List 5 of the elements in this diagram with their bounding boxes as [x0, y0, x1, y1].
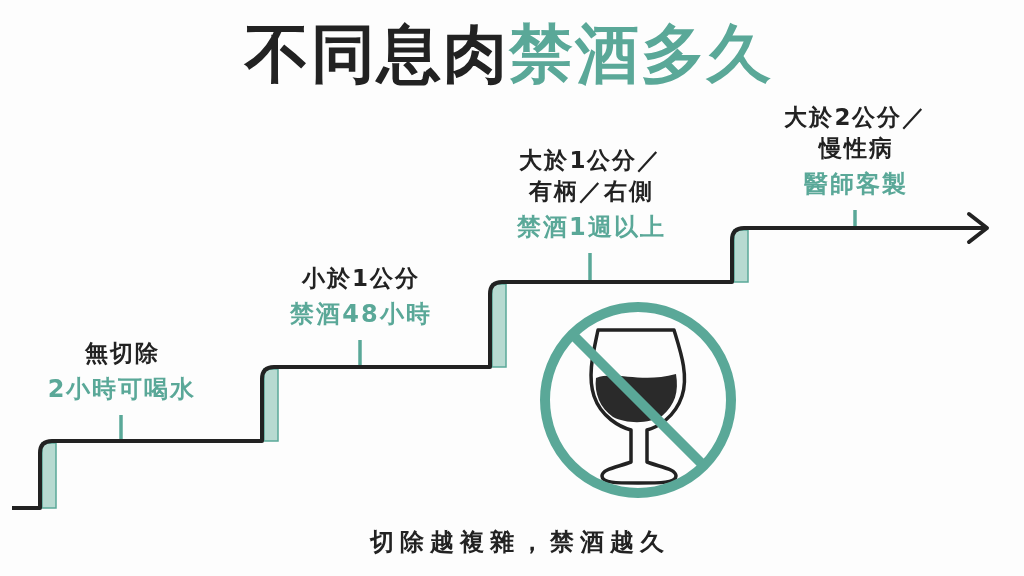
title: 不同息肉禁酒多久: [243, 16, 773, 92]
step-label: 大於2公分／慢性病: [783, 103, 929, 163]
step-label: 大於1公分／有柄／右側: [518, 146, 664, 206]
duration-label: 醫師客製: [803, 170, 908, 198]
caption: 切除越複雜，禁酒越久: [368, 527, 670, 558]
